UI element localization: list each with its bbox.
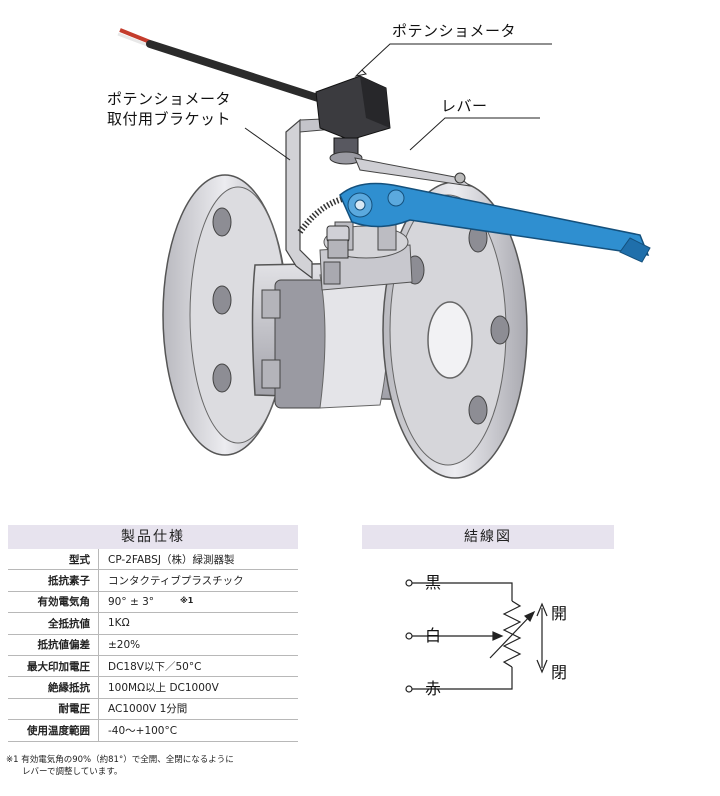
spec-key: 型式 bbox=[8, 549, 99, 571]
footnote-line2: レバーで調整しています。 bbox=[22, 767, 123, 777]
spec-key: 全抵抗値 bbox=[8, 612, 99, 635]
resistor-symbol bbox=[502, 600, 522, 668]
spec-value-text: 90° ± 3° bbox=[108, 595, 155, 608]
spec-value: 90° ± 3° ※1 bbox=[98, 591, 298, 614]
spec-key: 有効電気角 bbox=[8, 591, 99, 614]
spec-value: 1KΩ bbox=[98, 612, 298, 635]
spec-key: 抵抗素子 bbox=[8, 569, 99, 592]
callout-bracket-line2: 取付用ブラケット bbox=[107, 110, 232, 128]
potentiometer-cable bbox=[117, 28, 322, 102]
spec-value: AC1000V 1分間 bbox=[98, 698, 298, 721]
variable-arrowhead-icon bbox=[523, 610, 536, 623]
spec-value: -40～+100°C bbox=[98, 719, 298, 742]
spec-value: コンタクティブプラスチック bbox=[98, 569, 298, 592]
spec-key: 絶縁抵抗 bbox=[8, 676, 99, 699]
spec-value: CP-2FABSJ（株）緑測器製 bbox=[98, 549, 298, 571]
table-row: 抵抗素子コンタクティブプラスチック bbox=[8, 569, 298, 592]
leader-lines bbox=[244, 43, 552, 161]
stem-nut bbox=[326, 225, 350, 259]
spec-key: 最大印加電圧 bbox=[8, 655, 99, 678]
potentiometer bbox=[315, 75, 391, 165]
wire-red bbox=[412, 667, 513, 690]
wire-black bbox=[412, 582, 513, 601]
terminal-black bbox=[405, 579, 413, 587]
valve-illustration bbox=[117, 28, 651, 479]
spec-value: ±20% bbox=[98, 634, 298, 656]
wiring-section: 結線図 bbox=[362, 525, 614, 549]
callout-potentiometer: ポテンショメータ bbox=[392, 22, 517, 40]
variable-arrow bbox=[489, 613, 533, 659]
callout-lever: レバー bbox=[441, 97, 488, 115]
label-open: 開 bbox=[551, 604, 568, 623]
footnote: ※1 有効電気角の90%（約81°）で全開、全閉になるように レバーで調整してい… bbox=[6, 754, 306, 778]
label-black: 黒 bbox=[425, 573, 442, 592]
label-white: 白 bbox=[425, 626, 442, 645]
spec-title: 製品仕様 bbox=[8, 525, 298, 549]
footnote-line1: ※1 有効電気角の90%（約81°）で全開、全閉になるように bbox=[6, 755, 234, 765]
table-row: 抵抗値偏差±20% bbox=[8, 634, 298, 656]
footnote-mark: ※1 bbox=[180, 595, 194, 605]
wiper-arrow-icon bbox=[492, 631, 504, 641]
terminal-red bbox=[405, 685, 413, 693]
blue-lever bbox=[339, 182, 651, 263]
label-closed: 閉 bbox=[551, 663, 568, 682]
spec-value: 100MΩ以上 DC1000V bbox=[98, 676, 298, 699]
label-red: 赤 bbox=[425, 679, 442, 698]
wiring-title: 結線図 bbox=[362, 525, 614, 549]
spec-value: DC18V以下／50°C bbox=[98, 655, 298, 678]
spec-key: 抵抗値偏差 bbox=[8, 634, 99, 656]
table-row: 使用温度範囲-40～+100°C bbox=[8, 719, 298, 742]
callout-bracket-line1: ポテンショメータ bbox=[107, 90, 232, 108]
table-row: 有効電気角 90° ± 3° ※1 bbox=[8, 591, 298, 614]
wiring-diagram bbox=[405, 579, 548, 693]
terminal-white bbox=[405, 632, 413, 640]
linkage-arm bbox=[354, 157, 472, 187]
arrow-up-icon bbox=[536, 602, 548, 617]
spec-key: 耐電圧 bbox=[8, 698, 99, 721]
spec-key: 使用温度範囲 bbox=[8, 719, 99, 742]
arrow-down-icon bbox=[536, 659, 548, 674]
right-flange bbox=[382, 181, 528, 479]
